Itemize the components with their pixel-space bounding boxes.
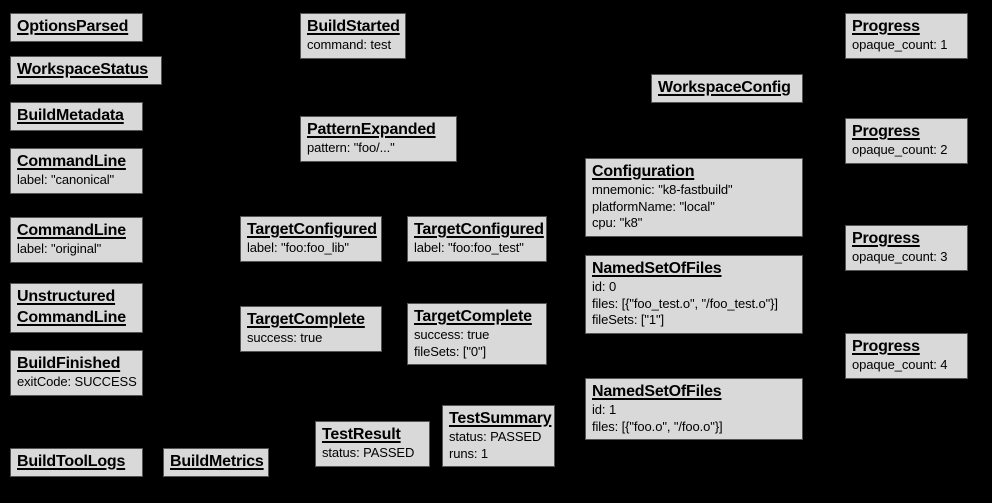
node-attribute: opaque_count: 4 (852, 357, 948, 372)
node-title: BuildFinished (17, 355, 121, 372)
node-attribute: label: "foo:foo_test" (414, 240, 524, 255)
node-command-line-original: CommandLine label: "original" (10, 217, 143, 263)
node-title: BuildStarted (307, 18, 400, 35)
node-test-result: TestResult status: PASSED (315, 421, 430, 467)
node-title: TargetComplete (247, 311, 365, 328)
node-attribute: platformName: "local" (592, 198, 715, 214)
node-title: TestResult (322, 426, 401, 443)
node-attribute: status: PASSED (322, 445, 415, 460)
node-attribute: label: "canonical" (17, 172, 115, 187)
node-target-configured-foo-test: TargetConfigured label: "foo:foo_test" (407, 216, 547, 262)
node-target-complete-foo-lib: TargetComplete success: true (240, 306, 382, 352)
node-build-metadata: BuildMetadata (10, 102, 143, 131)
node-title: Progress (852, 230, 920, 247)
node-title: Configuration (592, 163, 695, 180)
node-title: PatternExpanded (307, 121, 436, 138)
node-attribute: cpu: "k8" (592, 215, 643, 230)
node-unstructured-command-line: Unstructured CommandLine (10, 283, 143, 333)
node-attribute: fileSets: ["1"] (592, 312, 665, 327)
node-options-parsed: OptionsParsed (10, 13, 143, 42)
node-title: WorkspaceConfig (658, 79, 791, 96)
node-command-line-canonical: CommandLine label: "canonical" (10, 148, 143, 194)
node-attribute: command: test (307, 37, 391, 52)
node-attribute: files: [{"foo.o", "/foo.o"}] (592, 418, 723, 434)
node-test-summary: TestSummary status: PASSED runs: 1 (442, 405, 555, 467)
node-attribute: mnemonic: "k8-fastbuild" (592, 182, 733, 197)
node-title: Progress (852, 18, 920, 35)
node-progress-2: Progress opaque_count: 2 (845, 118, 968, 164)
node-build-tool-logs: BuildToolLogs (10, 448, 143, 477)
node-workspace-status: WorkspaceStatus (10, 56, 162, 85)
node-named-set-of-files-1: NamedSetOfFiles id: 1 files: [{"foo.o", … (585, 378, 803, 440)
node-title: NamedSetOfFiles (592, 260, 722, 277)
node-attribute: runs: 1 (449, 445, 489, 461)
node-target-complete-foo-test: TargetComplete success: true fileSets: [… (407, 303, 547, 365)
node-attribute: success: true (247, 330, 323, 345)
node-attribute: fileSets: ["0"] (414, 343, 487, 359)
node-attribute: opaque_count: 3 (852, 249, 948, 264)
node-title: CommandLine (17, 153, 126, 170)
node-workspace-config: WorkspaceConfig (651, 74, 803, 103)
node-title: OptionsParsed (17, 18, 129, 35)
node-title: BuildToolLogs (17, 453, 126, 470)
node-title: TargetComplete (414, 308, 532, 325)
node-title: TargetConfigured (247, 221, 377, 238)
node-attribute: opaque_count: 1 (852, 37, 948, 52)
node-attribute: opaque_count: 2 (852, 142, 948, 157)
node-title: TargetConfigured (414, 221, 544, 238)
node-attribute: files: [{"foo_test.o", "/foo_test.o"}] (592, 295, 778, 311)
node-progress-1: Progress opaque_count: 1 (845, 13, 968, 59)
node-attribute: success: true (414, 327, 490, 342)
node-title: BuildMetrics (170, 453, 264, 470)
node-progress-4: Progress opaque_count: 4 (845, 333, 968, 379)
node-target-configured-foo-lib: TargetConfigured label: "foo:foo_lib" (240, 216, 382, 262)
node-attribute: pattern: "foo/..." (307, 140, 395, 155)
node-attribute: status: PASSED (449, 429, 542, 444)
node-title: WorkspaceStatus (17, 61, 148, 78)
node-attribute: label: "foo:foo_lib" (247, 240, 349, 255)
node-title: NamedSetOfFiles (592, 383, 722, 400)
node-title: Progress (852, 123, 920, 140)
node-build-started: BuildStarted command: test (300, 13, 406, 59)
node-attribute: exitCode: SUCCESS (17, 374, 137, 389)
node-attribute: label: "original" (17, 241, 102, 256)
node-build-metrics: BuildMetrics (163, 448, 269, 477)
node-build-finished: BuildFinished exitCode: SUCCESS (10, 350, 143, 396)
node-title: TestSummary (449, 410, 552, 427)
node-named-set-of-files-0: NamedSetOfFiles id: 0 files: [{"foo_test… (585, 255, 803, 334)
node-pattern-expanded: PatternExpanded pattern: "foo/..." (300, 116, 457, 162)
node-title: CommandLine (17, 222, 126, 239)
node-attribute: id: 1 (592, 402, 617, 417)
node-configuration: Configuration mnemonic: "k8-fastbuild" p… (585, 158, 803, 237)
node-title: CommandLine (17, 309, 126, 326)
node-title: Unstructured (17, 288, 116, 305)
node-attribute: id: 0 (592, 279, 617, 294)
node-title: Progress (852, 338, 920, 355)
node-progress-3: Progress opaque_count: 3 (845, 225, 968, 271)
node-title: BuildMetadata (17, 107, 124, 124)
